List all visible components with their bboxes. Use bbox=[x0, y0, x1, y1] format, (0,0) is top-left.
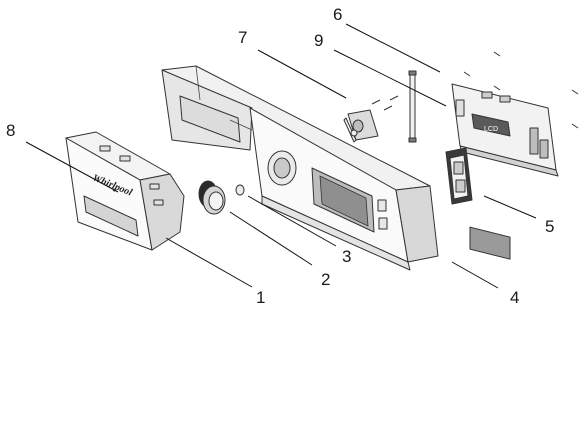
ribbon-cable bbox=[408, 70, 417, 143]
callout-6: 6 bbox=[333, 5, 342, 24]
rotary-switch bbox=[343, 95, 399, 143]
leader-9 bbox=[333, 49, 447, 107]
electronic-control-board: LCD bbox=[451, 51, 579, 260]
leader-lines bbox=[25, 23, 537, 289]
leader-8 bbox=[25, 141, 119, 193]
board-label: LCD bbox=[484, 126, 498, 133]
leader-1 bbox=[165, 237, 253, 288]
leader-4 bbox=[451, 261, 499, 289]
leader-2 bbox=[229, 211, 313, 266]
callout-7: 7 bbox=[238, 28, 247, 47]
selector-knob bbox=[198, 180, 226, 215]
callout-2: 2 bbox=[321, 270, 330, 289]
callout-4: 4 bbox=[510, 288, 519, 307]
knob-insert bbox=[235, 184, 245, 196]
callout-1: 1 bbox=[256, 288, 265, 307]
callout-5: 5 bbox=[545, 217, 554, 236]
callout-8: 8 bbox=[6, 121, 15, 140]
leader-5 bbox=[483, 195, 537, 219]
callout-9: 9 bbox=[314, 31, 323, 50]
leader-3 bbox=[247, 195, 337, 247]
control-panel bbox=[161, 65, 439, 271]
leader-7 bbox=[257, 49, 347, 99]
leader-6 bbox=[345, 23, 441, 73]
button-module bbox=[445, 147, 473, 205]
drawer-handle bbox=[65, 131, 185, 251]
callout-3: 3 bbox=[342, 247, 351, 266]
callout-labels: 1 2 3 4 5 6 7 8 9 bbox=[6, 5, 554, 307]
